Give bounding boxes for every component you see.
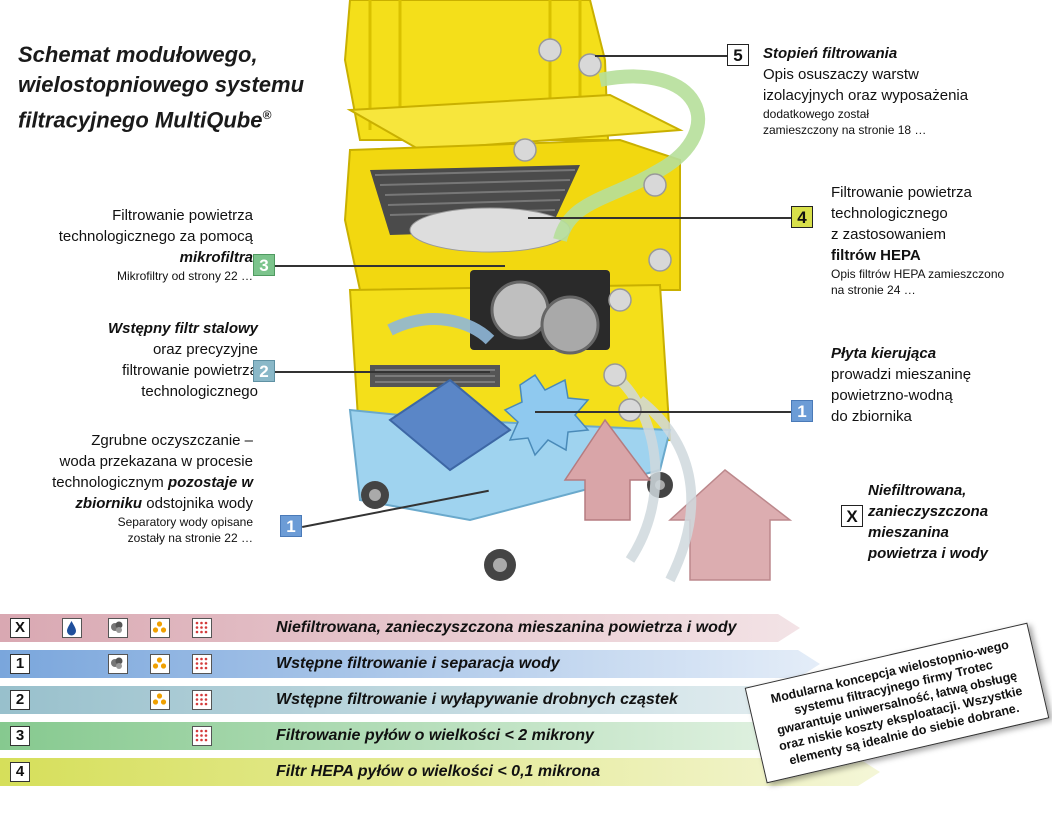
steel-line-4: technologicznego	[141, 383, 258, 400]
legend-key-1: 1	[10, 654, 30, 674]
legend-key-3: 3	[10, 726, 30, 746]
legend-text-x: Niefiltrowana, zanieczyszczona mieszanin…	[276, 619, 737, 636]
multiqube-illustration	[343, 0, 793, 583]
particles-icon	[150, 618, 170, 638]
unfiltered-line-4: powietrza i wody	[868, 545, 989, 562]
legend-band-1	[0, 650, 820, 678]
unfiltered-line-1: Niefiltrowana,	[868, 482, 967, 499]
legend-band-4	[0, 758, 880, 786]
coarse-ref-1: Separatory wody opisane	[117, 515, 253, 529]
coarse-line-3: technologicznym pozostaje w	[0, 472, 253, 493]
hepa-module	[343, 138, 681, 291]
legend-band-x	[0, 614, 800, 642]
microfilter-line-1: Filtrowanie powietrza	[112, 207, 253, 224]
stage5-ref-1: dodatkowego został	[763, 107, 870, 121]
plate-line-2: prowadzi mieszaninę	[831, 366, 972, 383]
marker-2-left: 2	[253, 360, 275, 382]
marker-4: 4	[791, 206, 813, 228]
coarse-ref-2: zostały na stronie 22 …	[127, 531, 253, 545]
microfilter-ref: Mikrofiltry od strony 22 …	[116, 269, 253, 283]
hepa-line-3: z zastosowaniem	[831, 226, 947, 243]
stage5-ref-2: zamieszczony na stronie 18 …	[763, 123, 927, 137]
title-line-2: wielostopniowego systemu	[18, 72, 305, 97]
recirc-arrow-green	[553, 69, 706, 243]
fine-dust-icon	[192, 654, 212, 674]
legend-band-2	[0, 686, 840, 714]
label-hepa: Filtrowanie powietrza technologicznego z…	[831, 182, 1041, 298]
cylinders	[513, 38, 672, 422]
leader-3	[275, 265, 505, 267]
dirt-clump-icon	[108, 654, 128, 674]
leader-4	[528, 217, 791, 219]
recirc-arrow-blue	[387, 313, 495, 345]
label-unfiltered: Niefiltrowana, zanieczyszczona mieszanin…	[868, 480, 1038, 564]
splash-plate	[503, 373, 590, 457]
marker-5: 5	[727, 44, 749, 66]
intake-hoses	[616, 376, 697, 583]
unfiltered-line-3: mieszanina	[868, 524, 949, 541]
plate-line-3: powietrzno-wodną	[831, 387, 953, 404]
coarse-line-3a: technologicznym	[52, 474, 168, 491]
micro-filter-module	[348, 270, 672, 452]
hepa-ref-2: na stronie 24 …	[831, 283, 916, 297]
marker-1-right: 1	[791, 400, 813, 422]
legend-key-4: 4	[10, 762, 30, 782]
legend-text-1: Wstępne filtrowanie i separacja wody	[276, 655, 560, 672]
legend-text-3: Filtrowanie pyłów o wielkości < 2 mikron…	[276, 727, 594, 744]
upper-module	[343, 0, 684, 152]
inflow-big-arrow	[668, 469, 793, 581]
coarse-line-4b: odstojnika wody	[142, 495, 253, 512]
marker-x: X	[841, 505, 863, 527]
label-coarse-cleaning: Zgrubne oczyszczanie – woda przekazana w…	[0, 430, 253, 546]
legend-key-x: X	[10, 618, 30, 638]
hepa-line-4: filtrów HEPA	[831, 247, 921, 264]
legend-text-4: Filtr HEPA pyłów o wielkości < 0,1 mikro…	[276, 763, 601, 780]
dirt-clump-icon	[108, 618, 128, 638]
registered-mark: ®	[262, 108, 272, 122]
label-stage5: Stopień filtrowania Opis osuszaczy warst…	[763, 43, 1023, 138]
hepa-line-1: Filtrowanie powietrza	[831, 184, 972, 201]
plate-line-1: Płyta kierująca	[831, 345, 937, 362]
microfilter-line-3: mikrofiltra	[179, 249, 253, 266]
stage5-line-2: Opis osuszaczy warstw	[763, 66, 919, 83]
hepa-line-2: technologicznego	[831, 205, 948, 222]
steel-line-1: Wstępny filtr stalowy	[107, 320, 258, 337]
marker-1-left: 1	[280, 515, 302, 537]
particles-icon	[150, 690, 170, 710]
fine-dust-icon	[192, 690, 212, 710]
coarse-line-3b: pozostaje w	[167, 474, 253, 491]
label-steel-filter: Wstępny filtr stalowy oraz precyzyjne fi…	[0, 318, 258, 402]
title-line-3-text: filtracyjnego MultiQube	[18, 107, 263, 133]
title-line-1: Schemat modułowego,	[18, 42, 258, 67]
coarse-line-4: zbiorniku odstojnika wody	[0, 493, 253, 514]
leader-1-right	[535, 411, 791, 413]
marker-3-left: 3	[253, 254, 275, 276]
hepa-ref-1: Opis filtrów HEPA zamieszczono	[831, 267, 1005, 281]
legend-band-3	[0, 722, 860, 750]
steel-line-2: oraz precyzyjne	[152, 341, 258, 358]
title-line-3: filtracyjnego MultiQube®	[18, 100, 318, 135]
particles-icon	[150, 654, 170, 674]
coarse-line-2: woda przekazana w procesie	[59, 453, 253, 470]
info-note: Modularna koncepcja wielostopnio-wego sy…	[744, 622, 1050, 784]
unfiltered-line-2: zanieczyszczona	[868, 503, 989, 520]
leader-5	[595, 55, 727, 57]
steel-line-3: filtrowanie powietrza	[122, 362, 258, 379]
page-title: Schemat modułowego, wielostopniowego sys…	[18, 40, 318, 135]
leader-2	[275, 371, 490, 373]
fine-dust-icon	[192, 726, 212, 746]
microfilter-line-2: technologicznego za pomocą	[58, 228, 253, 245]
label-microfilter: Filtrowanie powietrza technologicznego z…	[0, 205, 253, 284]
plate-line-4: do zbiornika	[831, 408, 912, 425]
stage5-line-1: Stopień filtrowania	[763, 45, 898, 62]
legend-text-2: Wstępne filtrowanie i wyłapywanie drobny…	[276, 691, 678, 708]
label-plate: Płyta kierująca prowadzi mieszaninę powi…	[831, 343, 1031, 427]
fine-dust-icon	[192, 618, 212, 638]
coarse-line-4a: zbiorniku	[75, 495, 143, 512]
inflow-arrow	[563, 418, 652, 521]
water-drop-icon	[62, 618, 82, 638]
legend-key-2: 2	[10, 690, 30, 710]
coarse-line-1: Zgrubne oczyszczanie –	[91, 432, 253, 449]
stage5-line-3: izolacyjnych oraz wyposażenia	[763, 87, 969, 104]
